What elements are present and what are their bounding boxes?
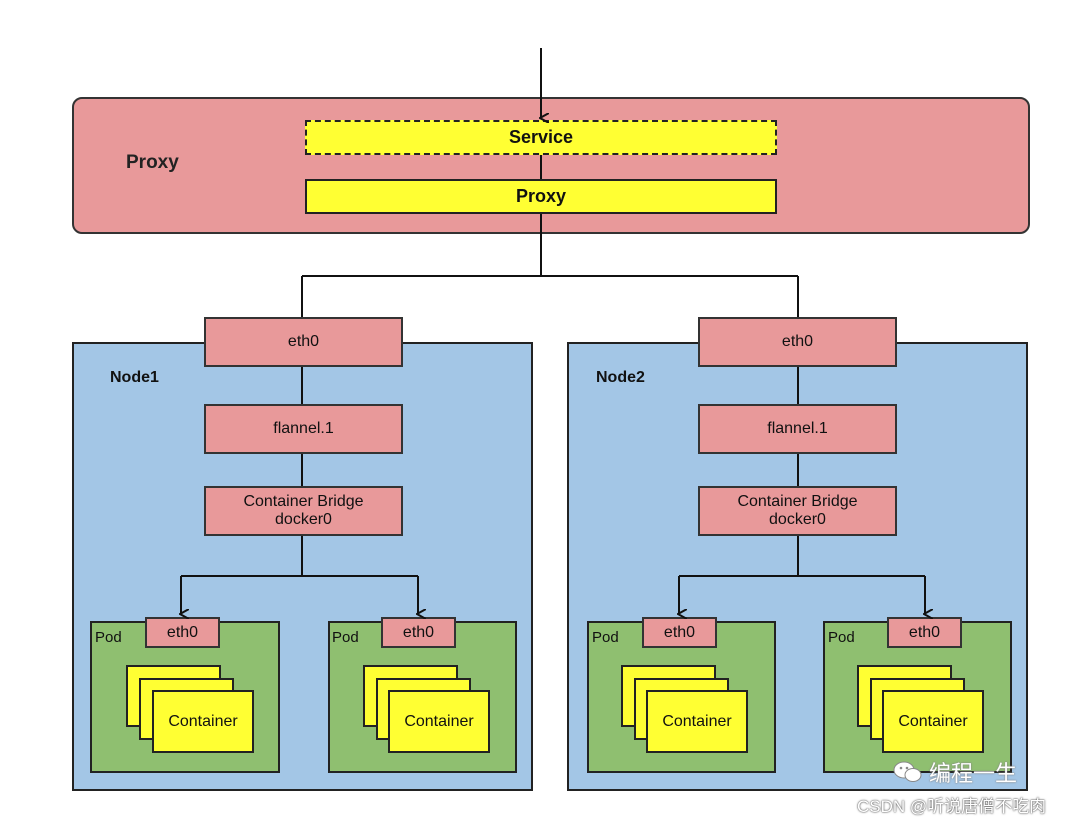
node2-pod-1-label: Pod: [592, 629, 619, 646]
node2-pod-2-container: Container: [882, 690, 984, 753]
wechat-icon: [893, 761, 922, 782]
proxy-box: Proxy: [305, 179, 777, 214]
node2-container-bridge: Container Bridge docker0: [698, 486, 897, 536]
node2-pod-1-container: Container: [646, 690, 748, 753]
node1-label: Node1: [110, 369, 159, 386]
service-box: Service: [305, 120, 777, 155]
node1-flannel-interface: flannel.1: [204, 404, 403, 454]
node1-eth0-interface: eth0: [204, 317, 403, 367]
node2-bridge-device: docker0: [769, 511, 826, 528]
node1-pod-1-label: Pod: [95, 629, 122, 646]
node1-bridge-device: docker0: [275, 511, 332, 528]
node1-pod-2-eth0: eth0: [381, 617, 456, 648]
proxy-region-label: Proxy: [126, 152, 179, 173]
watermark-brand-text: 编程一生: [929, 761, 1018, 786]
node2-bridge-name: Container Bridge: [737, 493, 858, 511]
node1-pod-2-label: Pod: [332, 629, 359, 646]
node2-eth0-interface: eth0: [698, 317, 897, 367]
node1-container-bridge: Container Bridge docker0: [204, 486, 403, 536]
node2-flannel-interface: flannel.1: [698, 404, 897, 454]
node1-pod-1-container: Container: [152, 690, 254, 753]
node1-bridge-name: Container Bridge: [243, 493, 364, 511]
watermark-credit: CSDN @听说唐僧不吃肉: [857, 797, 1047, 816]
node2-label: Node2: [596, 369, 645, 386]
node2-pod-2-label: Pod: [828, 629, 855, 646]
watermark-brand: 编程一生: [893, 756, 1017, 788]
node1-pod-2-container: Container: [388, 690, 490, 753]
node1-pod-1-eth0: eth0: [145, 617, 220, 648]
